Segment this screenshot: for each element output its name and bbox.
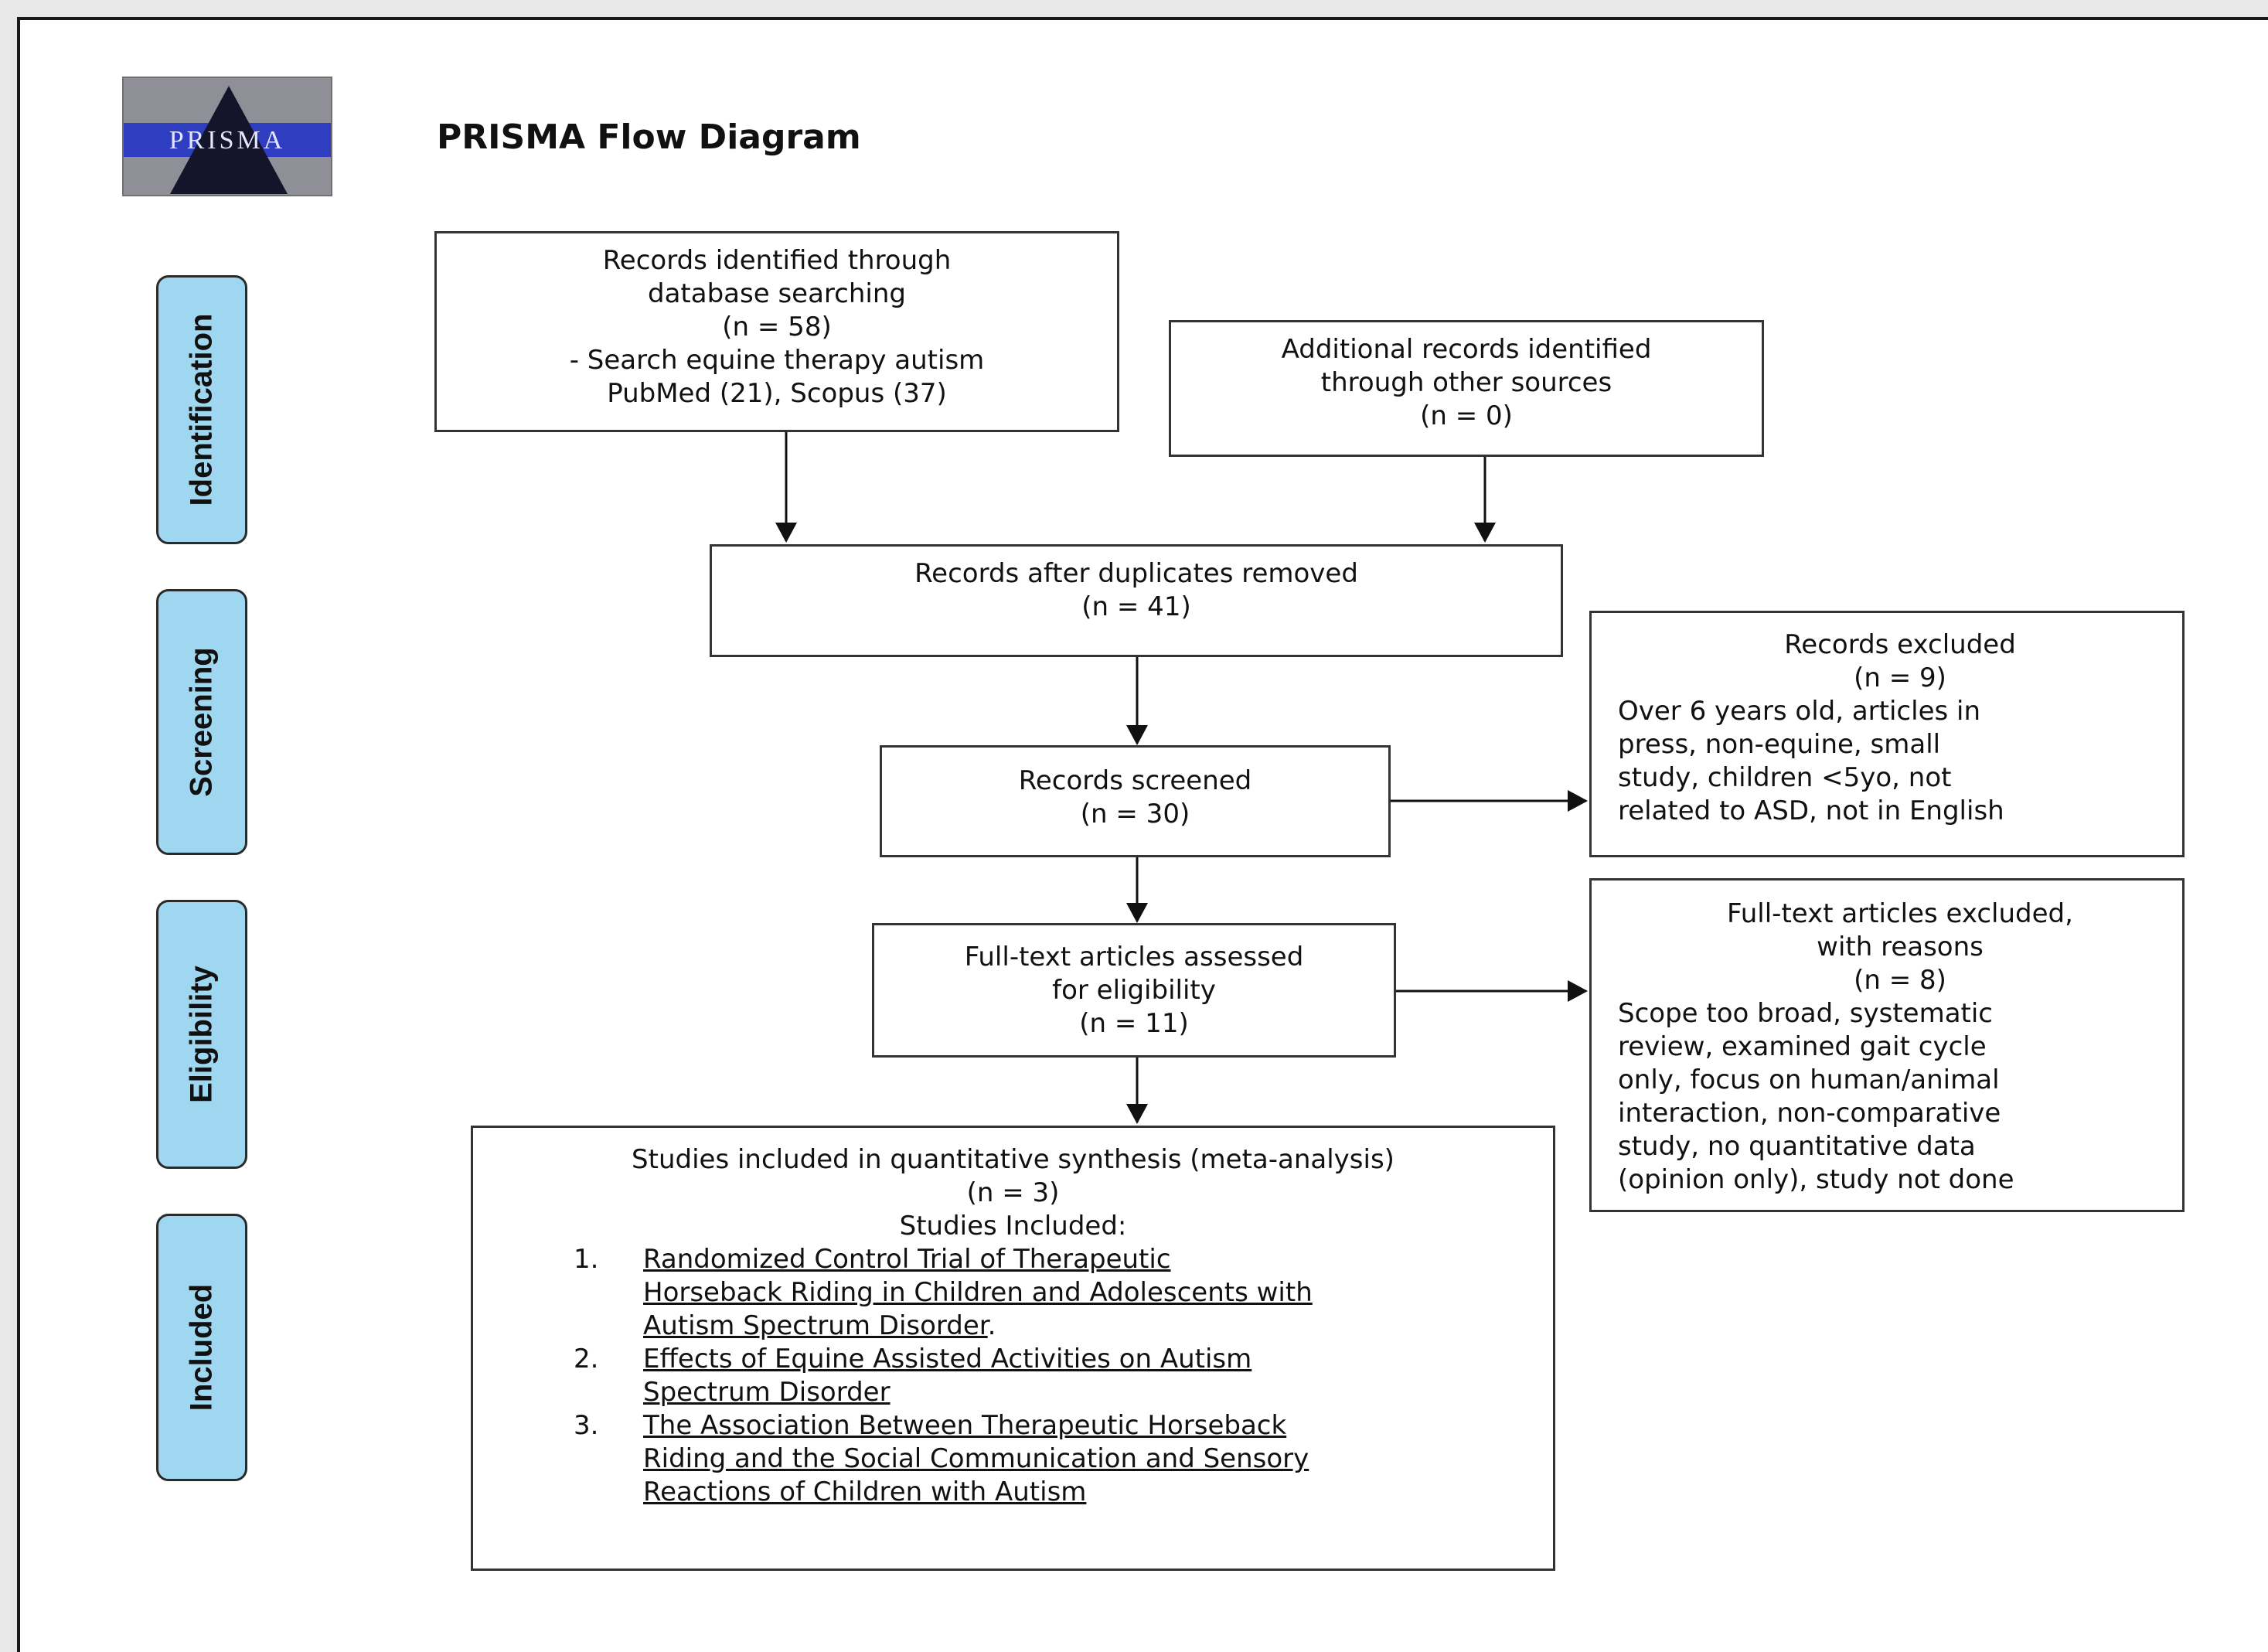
included-study: 1.Randomized Control Trial of Therapeuti… [574,1244,1313,1341]
phase-screening: Screening [156,589,247,855]
included-study: 2.Effects of Equine Assisted Activities … [574,1344,1252,1408]
box-records-identified-db: Records identified through database sear… [434,231,1119,432]
prisma-logo: PRISMA [122,77,332,196]
study-link[interactable]: Effects of Equine Assisted Activities on… [643,1344,1252,1408]
box-fulltext-assessed: Full-text articles assessed for eligibil… [872,923,1396,1058]
included-study: 3.The Association Between Therapeutic Ho… [574,1410,1309,1507]
box-studies-included: Studies included in quantitative synthes… [471,1126,1555,1571]
logo-text: PRISMA [169,126,286,155]
box-fulltext-excluded: Full-text articles excluded, with reason… [1589,878,2185,1212]
box-records-after-duplicates: Records after duplicates removed (n = 41… [710,544,1563,657]
included-studies-list: 1.Randomized Control Trial of Therapeuti… [473,1243,1553,1509]
phase-included: Included [156,1214,247,1481]
study-link[interactable]: Randomized Control Trial of Therapeutic … [643,1244,1313,1341]
box-records-screened: Records screened (n = 30) [880,745,1391,857]
phase-identification: Identification [156,275,247,544]
box-records-excluded: Records excluded (n = 9) Over 6 years ol… [1589,611,2185,857]
diagram-title: PRISMA Flow Diagram [437,118,861,157]
box-records-identified-other: Additional records identified through ot… [1169,320,1764,457]
study-link[interactable]: The Association Between Therapeutic Hors… [643,1410,1309,1507]
phase-eligibility: Eligibility [156,900,247,1169]
